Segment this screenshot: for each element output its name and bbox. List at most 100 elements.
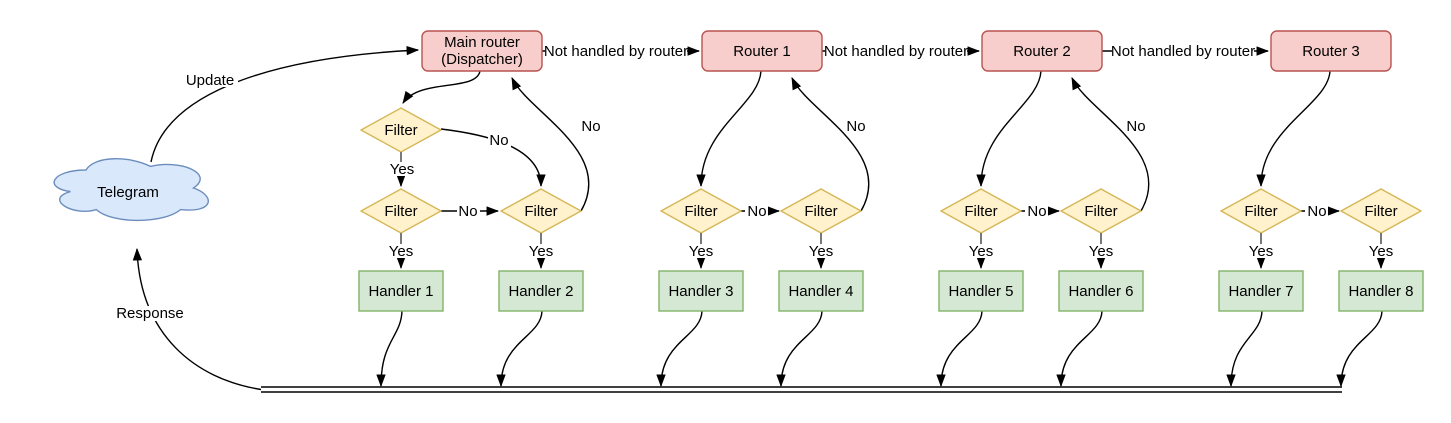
handler8-node — [1338, 270, 1424, 312]
handler4-node — [778, 270, 864, 312]
label-bg — [387, 162, 417, 176]
handler5-label: Handler 5 — [948, 283, 1013, 300]
router1-filter-2-node — [780, 188, 862, 234]
handler1-to-bus-arrow — [376, 310, 403, 388]
not-handled-label-1: Not handled by router — [544, 43, 688, 60]
label-bg — [1125, 119, 1148, 133]
handler6-label: Handler 6 — [1068, 283, 1133, 300]
update-label: Update — [186, 72, 234, 89]
labels-layer: Telegram Main router (Dispatcher) Router… — [97, 34, 1413, 322]
router2-to-filter-arrow — [976, 70, 1042, 188]
handler8-label: Handler 8 — [1348, 283, 1413, 300]
label-bg — [686, 244, 716, 258]
dispatcher-filter-0-node — [360, 107, 442, 153]
router3-filter-2-node — [1340, 188, 1422, 234]
edges-layer — [132, 45, 1386, 393]
router2-no-return-arrow — [1071, 77, 1150, 212]
update-arrow — [150, 45, 420, 163]
filter-label: Filter — [684, 203, 717, 220]
response-label: Response — [116, 305, 184, 322]
handler2-node — [498, 270, 584, 312]
dispatcher-to-filter-arrow — [402, 70, 481, 104]
label-bg — [845, 119, 868, 133]
filter-label: Filter — [964, 203, 997, 220]
dispatcher-no-return-arrow — [511, 77, 590, 212]
handler1-node — [358, 270, 444, 312]
label-backgrounds-layer — [114, 44, 1396, 321]
yes-stubs-layer — [400, 152, 1382, 246]
yes-label: Yes — [969, 243, 993, 260]
response-arrow — [132, 247, 262, 391]
dispatcher-node — [421, 30, 543, 72]
handler3-label: Handler 3 — [668, 283, 733, 300]
router1-to-filter-arrow — [696, 70, 762, 188]
label-bg — [386, 244, 416, 258]
router2-node — [981, 30, 1103, 72]
handler1-label: Handler 1 — [368, 283, 433, 300]
handler3-to-bus-arrow — [656, 310, 703, 388]
not-handled-label-2: Not handled by router — [824, 43, 968, 60]
yes-label: Yes — [809, 243, 833, 260]
label-bg — [488, 133, 511, 147]
label-bg — [1305, 204, 1328, 218]
handler4-to-bus-arrow — [776, 310, 823, 388]
filter-label: Filter — [384, 122, 417, 139]
nodes-layer — [53, 30, 1424, 312]
label-bg — [457, 204, 480, 218]
dispatcher-label-line2: (Dispatcher) — [441, 51, 523, 68]
label-bg — [966, 244, 996, 258]
no-label: No — [489, 132, 508, 149]
router1-no-return-arrow — [791, 77, 870, 212]
router2-filter-1-node — [940, 188, 1022, 234]
handler8-to-bus-arrow — [1336, 310, 1383, 388]
no-label: No — [581, 118, 600, 135]
yes-label: Yes — [529, 243, 553, 260]
handler4-label: Handler 4 — [788, 283, 853, 300]
label-bg — [1366, 244, 1396, 258]
yes-label: Yes — [390, 161, 414, 178]
label-bg — [114, 306, 186, 321]
yes-label: Yes — [1369, 243, 1393, 260]
router2-label: Router 2 — [1013, 43, 1071, 60]
label-bg — [182, 72, 238, 87]
no-label: No — [1027, 203, 1046, 220]
label-bg — [745, 204, 768, 218]
handler5-to-bus-arrow — [936, 310, 983, 388]
router2-filter-2-node — [1060, 188, 1142, 234]
label-bg — [1086, 244, 1116, 258]
filter-label: Filter — [384, 203, 417, 220]
router3-label: Router 3 — [1302, 43, 1360, 60]
filter-label: Filter — [524, 203, 557, 220]
label-bg — [1025, 204, 1048, 218]
filter-label: Filter — [804, 203, 837, 220]
dispatcher-filter-2-node — [500, 188, 582, 234]
telegram-label: Telegram — [97, 184, 159, 201]
router1-label: Router 1 — [733, 43, 791, 60]
label-bg — [825, 44, 967, 59]
label-bg — [1246, 244, 1276, 258]
no-label: No — [846, 118, 865, 135]
not-handled-label-3: Not handled by router — [1111, 43, 1255, 60]
yes-label: Yes — [689, 243, 713, 260]
yes-label: Yes — [1249, 243, 1273, 260]
dispatcher-label-line1: Main router — [444, 34, 520, 51]
telegram-cloud-shape — [53, 158, 209, 222]
handler3-node — [658, 270, 744, 312]
handler5-node — [938, 270, 1024, 312]
filter-label: Filter — [1084, 203, 1117, 220]
handler2-label: Handler 2 — [508, 283, 573, 300]
label-bg — [1112, 44, 1254, 59]
filter-label: Filter — [1244, 203, 1277, 220]
handler2-to-bus-arrow — [496, 310, 543, 388]
handler6-to-bus-arrow — [1056, 310, 1103, 388]
no-label: No — [1307, 203, 1326, 220]
router1-filter-1-node — [660, 188, 742, 234]
label-bg — [806, 244, 836, 258]
router1-node — [701, 30, 823, 72]
router3-node — [1270, 30, 1392, 72]
filter-label: Filter — [1364, 203, 1397, 220]
label-bg — [580, 119, 603, 133]
label-bg — [526, 244, 556, 258]
